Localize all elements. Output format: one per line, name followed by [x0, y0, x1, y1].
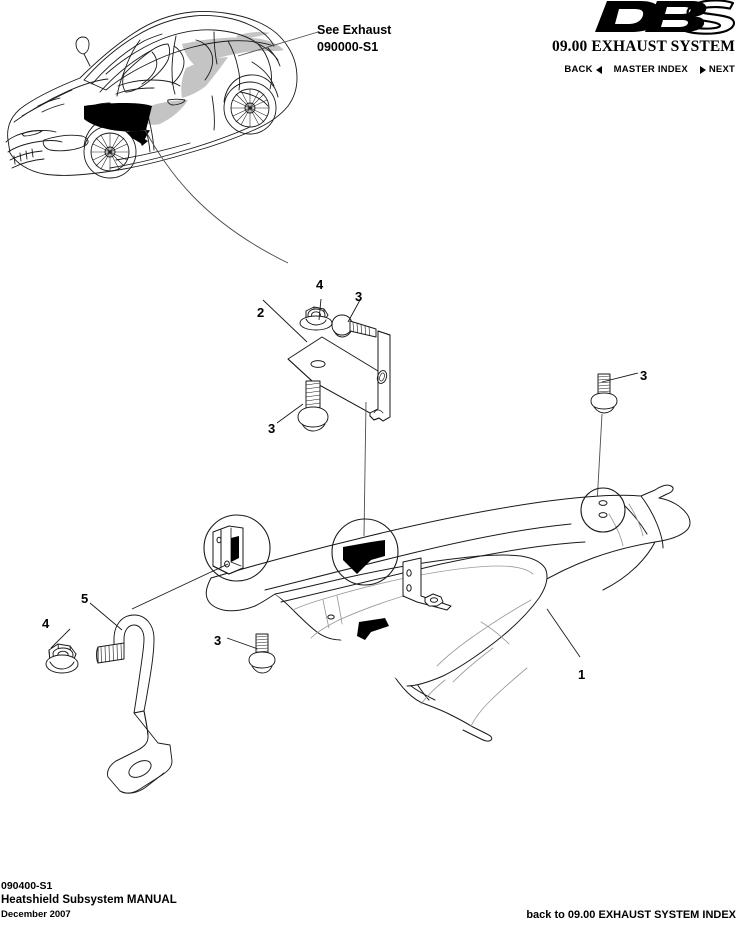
chevron-marker-center [343, 540, 385, 574]
footer-part-number: 090400-S1 [1, 880, 53, 892]
page-header: 09.00 EXHAUST SYSTEM BACK MASTER INDEX N… [435, 0, 735, 75]
nut-4-lower-leader [50, 628, 71, 649]
see-exhaust-line2: 090000-S1 [317, 40, 379, 54]
label-5-strap: 5 [81, 591, 89, 606]
dbs-logo [435, 0, 735, 35]
footer-left: 090400-S1 Heatshield Subsystem MANUAL De… [1, 879, 177, 922]
triangle-left-icon[interactable] [595, 65, 602, 74]
footer-index-link[interactable]: back to 09.00 EXHAUST SYSTEM INDEX [526, 909, 736, 921]
bracket-to-heatshield-leader [363, 401, 367, 537]
label-1-heatshield: 1 [578, 667, 586, 682]
header-navigation: BACK MASTER INDEX NEXT [435, 64, 735, 75]
dbs-logo-icon [595, 0, 735, 35]
see-exhaust-line1: See Exhaust [317, 23, 392, 37]
detail-circle-left [203, 514, 271, 582]
nav-master-index-button[interactable]: MASTER INDEX [613, 64, 688, 75]
label-3-bolt-bracket-top: 3 [355, 289, 363, 304]
detail-circle-right [580, 487, 626, 533]
highlighted-region [84, 103, 152, 146]
bracket-assembly-illustration [287, 306, 391, 432]
system-title: 09.00 EXHAUST SYSTEM [551, 38, 735, 55]
label-3-bolt-lower-mid: 3 [214, 633, 222, 648]
arrow-marker-lower [357, 618, 389, 640]
bolt-upper-right-leader [601, 372, 639, 383]
car-to-parts-leader-line [144, 129, 289, 264]
see-exhaust-callout: See Exhaust 090000-S1 [317, 22, 391, 56]
welded-bracket [402, 557, 452, 611]
footer-subsystem-title: Heatshield Subsystem MANUAL [1, 894, 177, 906]
bolt-3-lower-mid-leader [226, 637, 259, 650]
see-exhaust-leader-line [237, 31, 319, 57]
bolt-item-3-lower-mid-illustration [248, 633, 276, 674]
bracket-leader-lines [262, 298, 361, 424]
nut-item-4-lower-illustration [45, 643, 79, 674]
footer-date: December 2007 [1, 909, 71, 920]
triangle-right-icon[interactable] [699, 65, 706, 74]
strap-5-leader [89, 602, 123, 631]
heatshield-illustration [203, 484, 691, 742]
label-2-bracket: 2 [257, 305, 265, 320]
strap-item-5-illustration [96, 614, 173, 794]
heatshield-label-leader [546, 608, 581, 658]
left-detail-leader [131, 563, 229, 610]
vehicle-illustration [5, 11, 298, 179]
label-4-nut-top: 4 [316, 277, 324, 292]
nav-back-button[interactable]: BACK [564, 64, 593, 75]
nav-next-button[interactable]: NEXT [708, 64, 735, 75]
bolt-item-3-upper [331, 314, 377, 338]
bolt-item-3-upper-right-illustration [590, 373, 618, 414]
label-3-bolt-upper-right: 3 [640, 368, 648, 383]
bolt-item-3-lower [297, 380, 329, 432]
label-3-bolt-bracket-bottom: 3 [268, 421, 276, 436]
label-4-nut-lower-left: 4 [42, 616, 50, 631]
nut-item-4 [299, 306, 333, 331]
